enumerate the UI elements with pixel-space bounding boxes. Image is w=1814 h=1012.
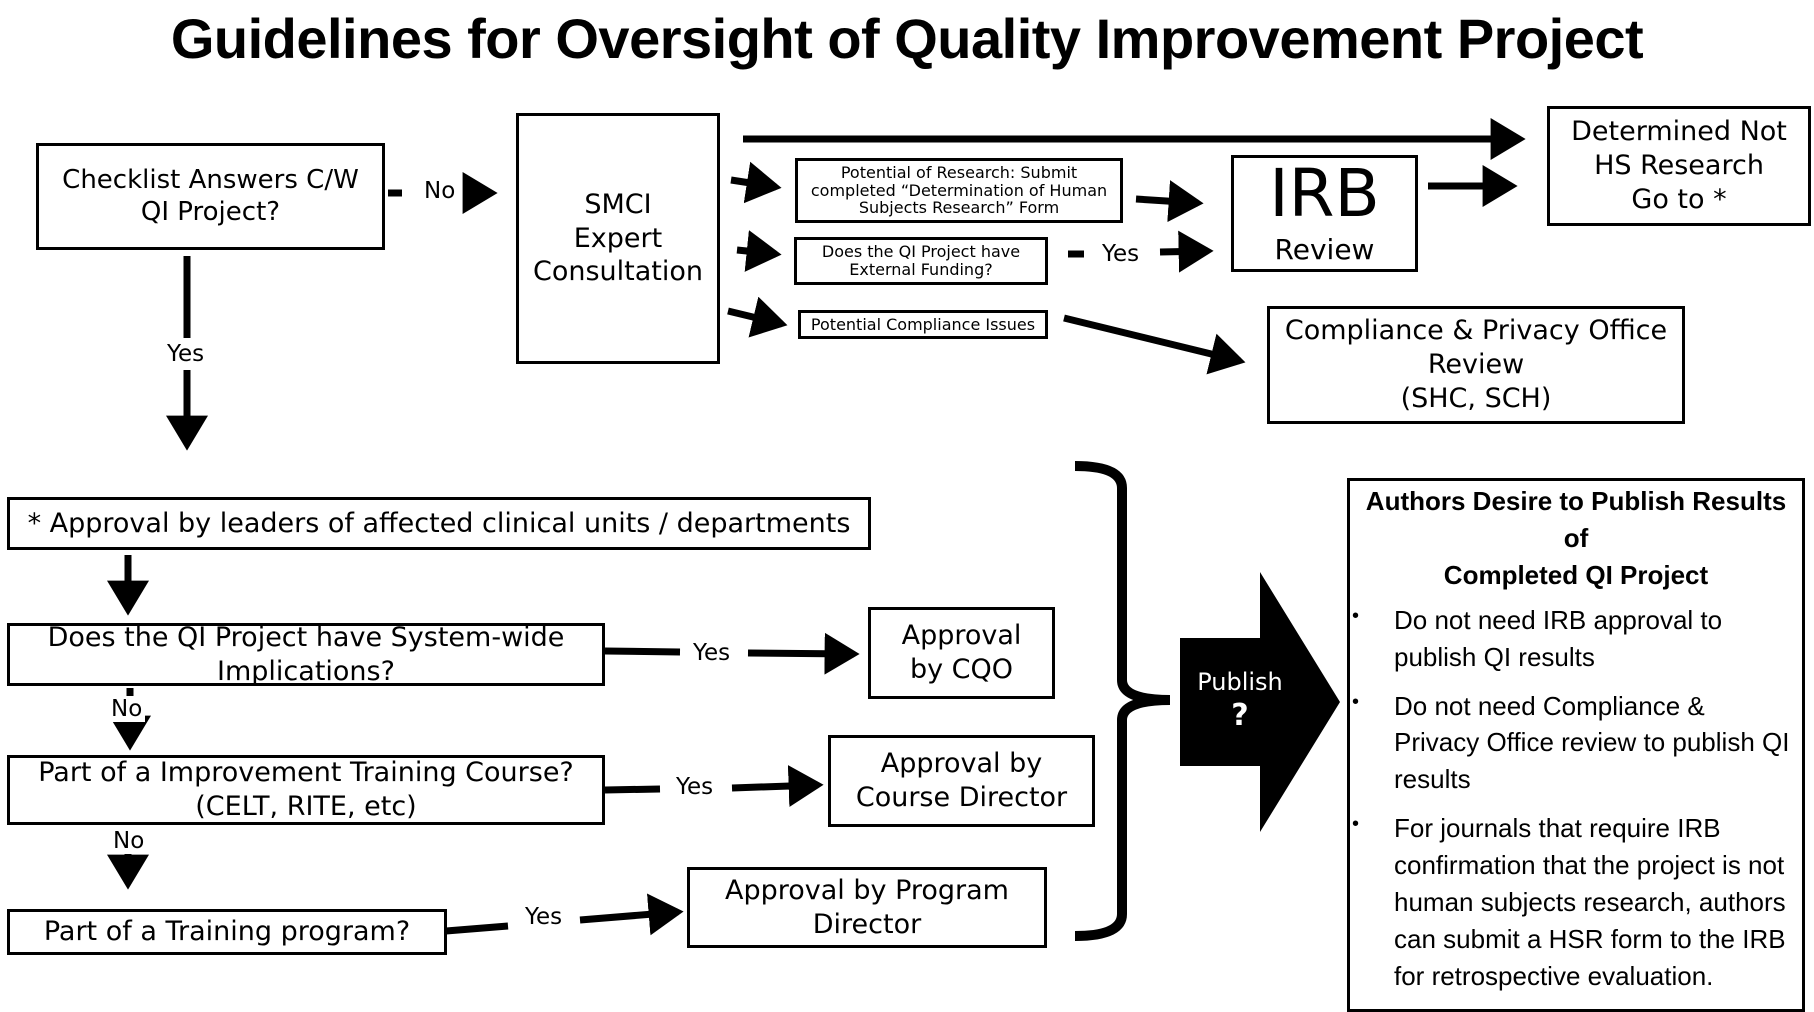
irb-review-box: IRB Review xyxy=(1231,155,1418,272)
panel-title: Authors Desire to Publish Results of Com… xyxy=(1365,486,1787,590)
guidance-item: Do not need Compliance & Privacy Office … xyxy=(1352,688,1796,799)
approval-course-director-box: Approval by Course Director xyxy=(828,735,1095,827)
approval-leaders-box: * Approval by leaders of affected clinic… xyxy=(7,497,871,550)
edge-label-no: No xyxy=(421,178,459,204)
checklist-decision: Checklist Answers C/W QI Project? xyxy=(36,143,385,250)
guidance-item: For journals that require IRB confirmati… xyxy=(1352,810,1796,995)
publish-guidance-panel: Authors Desire to Publish Results of Com… xyxy=(1347,478,1805,1012)
edge-label-no: No xyxy=(108,696,146,722)
edge-label-yes: Yes xyxy=(164,341,208,367)
smci-consultation-box: SMCI Expert Consultation xyxy=(516,113,720,364)
guidance-item: Do not need IRB approval to publish QI r… xyxy=(1352,602,1796,676)
edge-label-yes: Yes xyxy=(690,640,734,666)
edge-label-yes: Yes xyxy=(673,774,717,800)
compliance-issues-box: Potential Compliance Issues xyxy=(798,310,1048,339)
edge-label-no: No xyxy=(110,828,148,854)
training-program-decision: Part of a Training program? xyxy=(7,909,447,955)
publish-label: Publish xyxy=(1197,668,1283,696)
external-funding-box: Does the QI Project have External Fundin… xyxy=(794,237,1048,285)
determined-not-hs-research-box: Determined Not HS Research Go to * xyxy=(1547,106,1811,226)
edge-label-yes: Yes xyxy=(522,904,566,930)
guidance-list: Do not need IRB approval to publish QI r… xyxy=(1350,602,1802,995)
approval-cqo-box: Approval by CQO xyxy=(868,607,1055,699)
compliance-privacy-office-box: Compliance & Privacy Office Review (SHC,… xyxy=(1267,306,1685,424)
potential-research-box: Potential of Research: Submit completed … xyxy=(795,158,1123,223)
publish-question-mark: ? xyxy=(1231,698,1249,733)
approval-program-director-box: Approval by Program Director xyxy=(687,867,1047,948)
training-course-decision: Part of a Improvement Training Course? (… xyxy=(7,755,605,825)
edge-label-yes: Yes xyxy=(1099,241,1143,267)
page-title: Guidelines for Oversight of Quality Impr… xyxy=(170,7,1644,70)
system-wide-decision: Does the QI Project have System-wide Imp… xyxy=(7,622,605,687)
